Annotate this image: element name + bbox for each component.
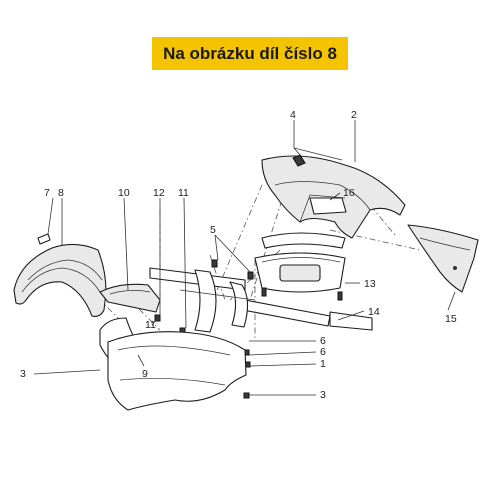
leader-lines [33, 120, 456, 396]
part-10-trim [99, 283, 161, 313]
handlebar-frame [149, 267, 373, 333]
callout-3b: 3 [320, 389, 326, 401]
callout-16: 16 [343, 187, 355, 199]
callout-13: 13 [364, 278, 376, 290]
callout-3a: 3 [20, 368, 26, 380]
callout-9: 9 [142, 368, 148, 380]
part-15-side-cover [407, 224, 479, 293]
callout-8: 8 [58, 187, 64, 199]
callout-7: 7 [44, 187, 50, 199]
callout-labels: 1 2 3 3 4 5 6 6 7 8 9 10 11 11 12 13 14 … [20, 109, 457, 401]
callout-12: 12 [153, 187, 165, 199]
callout-6a: 6 [320, 335, 326, 347]
part-2-upper-cover [261, 154, 406, 239]
callout-5: 5 [210, 224, 216, 236]
banner-text: Na obrázku díl číslo 8 [163, 43, 337, 63]
callout-14: 14 [368, 306, 380, 318]
part-7-clip [37, 233, 51, 245]
callout-1: 1 [320, 358, 326, 370]
callout-11a: 11 [145, 319, 156, 331]
callout-10: 10 [118, 187, 130, 199]
callout-2: 2 [351, 109, 357, 121]
part-8-front-cover [13, 243, 107, 317]
part-number-banner: Na obrázku díl číslo 8 [152, 37, 348, 70]
callout-6b: 6 [320, 346, 326, 358]
part-16-bracket [309, 197, 347, 215]
part-1-main-body [107, 331, 247, 411]
part-13-dashboard-housing [254, 232, 346, 293]
callout-4: 4 [290, 109, 296, 121]
callout-15: 15 [445, 313, 457, 325]
callout-11b: 11 [178, 187, 189, 199]
